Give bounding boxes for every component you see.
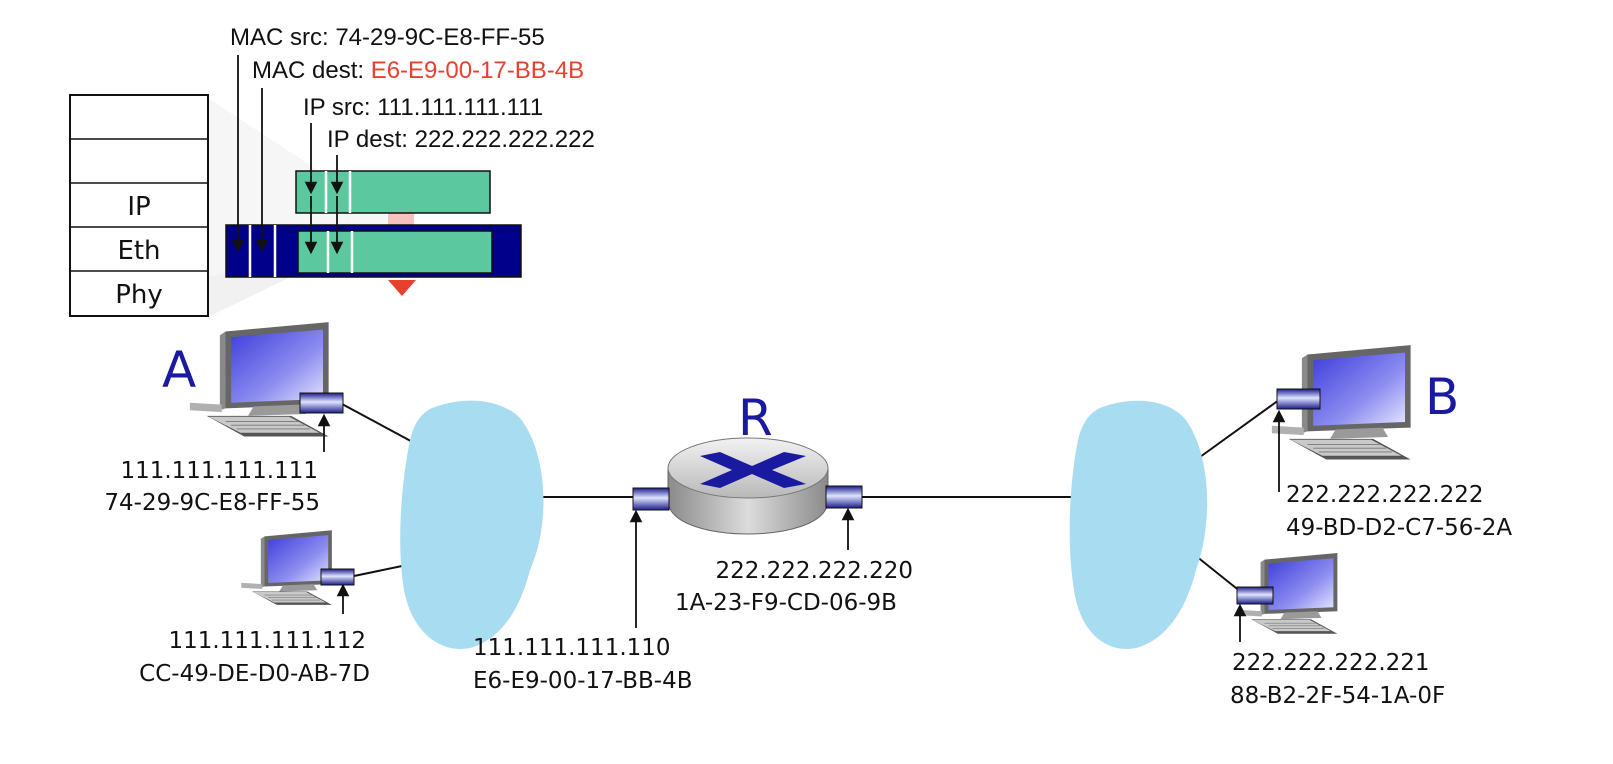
router-label: R <box>738 389 773 447</box>
host-b2: 222.222.222.221 88-B2-2F-54-1A-0F <box>1230 552 1445 709</box>
host-b-label: B <box>1425 368 1459 426</box>
mac-dest-label: MAC dest: E6-E9-00-17-BB-4B <box>252 57 584 84</box>
nic-icon <box>1276 388 1321 410</box>
host-a2: 111.111.111.112 CC-49-DE-D0-AB-7D <box>139 529 370 687</box>
links <box>341 399 1280 593</box>
router-left-nic-icon <box>632 487 670 511</box>
nic-icon <box>299 392 344 414</box>
host-a-ip: 111.111.111.111 <box>120 458 318 484</box>
host-a2-mac: CC-49-DE-D0-AB-7D <box>139 661 370 687</box>
host-b2-ip: 222.222.222.221 <box>1232 650 1430 676</box>
stack-box <box>69 94 209 317</box>
ip-dest-label: IP dest: 222.222.222.222 <box>327 126 595 153</box>
stack-layer-phy: Phy <box>115 280 163 310</box>
encapsulated-datagram <box>297 230 493 274</box>
computer-icon <box>189 322 330 437</box>
mac-dest-value: E6-E9-00-17-BB-4B <box>371 57 584 84</box>
router-right-mac: 1A-23-F9-CD-06-9B <box>675 590 897 616</box>
computer-icon <box>240 529 333 606</box>
ip-datagram <box>295 170 491 214</box>
router-left-ip: 111.111.111.110 <box>473 635 671 661</box>
subnet-cloud-right <box>1069 400 1208 649</box>
host-b2-mac: 88-B2-2F-54-1A-0F <box>1230 683 1445 709</box>
nic-icon <box>320 568 355 586</box>
host-b-mac: 49-BD-D2-C7-56-2A <box>1286 515 1512 541</box>
down-arrow-icon <box>388 280 416 296</box>
nic-icon <box>1236 586 1274 605</box>
stack-layer-eth: Eth <box>117 236 160 266</box>
router-right-ip: 222.222.222.220 <box>715 558 913 584</box>
host-b: B 222.222.222.222 49-BD-D2-C7-56-2A <box>1271 344 1512 541</box>
ip-src-label: IP src: 111.111.111.111 <box>303 94 543 121</box>
subnet-cloud-left <box>400 400 544 649</box>
encapsulation-connector <box>388 213 414 227</box>
host-a-label: A <box>162 341 196 399</box>
router-right-nic-icon <box>825 485 863 509</box>
host-a2-ip: 111.111.111.112 <box>168 628 366 654</box>
protocol-stack: IP Eth Phy <box>69 94 400 317</box>
stack-layer-ip: IP <box>127 192 150 222</box>
router: R 222.222.222.220 1A-23-F9-CD-06-9B 111.… <box>473 389 913 694</box>
frame-graphic <box>225 55 522 296</box>
host-b-ip: 222.222.222.222 <box>1286 482 1484 508</box>
router-cross-icon <box>700 452 806 488</box>
mac-dest-prefix: MAC dest: <box>252 57 371 84</box>
frame-header-labels: MAC src: 74-29-9C-E8-FF-55 MAC dest: E6-… <box>230 24 595 153</box>
host-a: A 111.111.111.111 74-29-9C-E8-FF-55 <box>104 322 344 516</box>
host-a-mac: 74-29-9C-E8-FF-55 <box>104 490 320 516</box>
mac-src-label: MAC src: 74-29-9C-E8-FF-55 <box>230 24 545 51</box>
router-left-mac: E6-E9-00-17-BB-4B <box>473 668 693 694</box>
